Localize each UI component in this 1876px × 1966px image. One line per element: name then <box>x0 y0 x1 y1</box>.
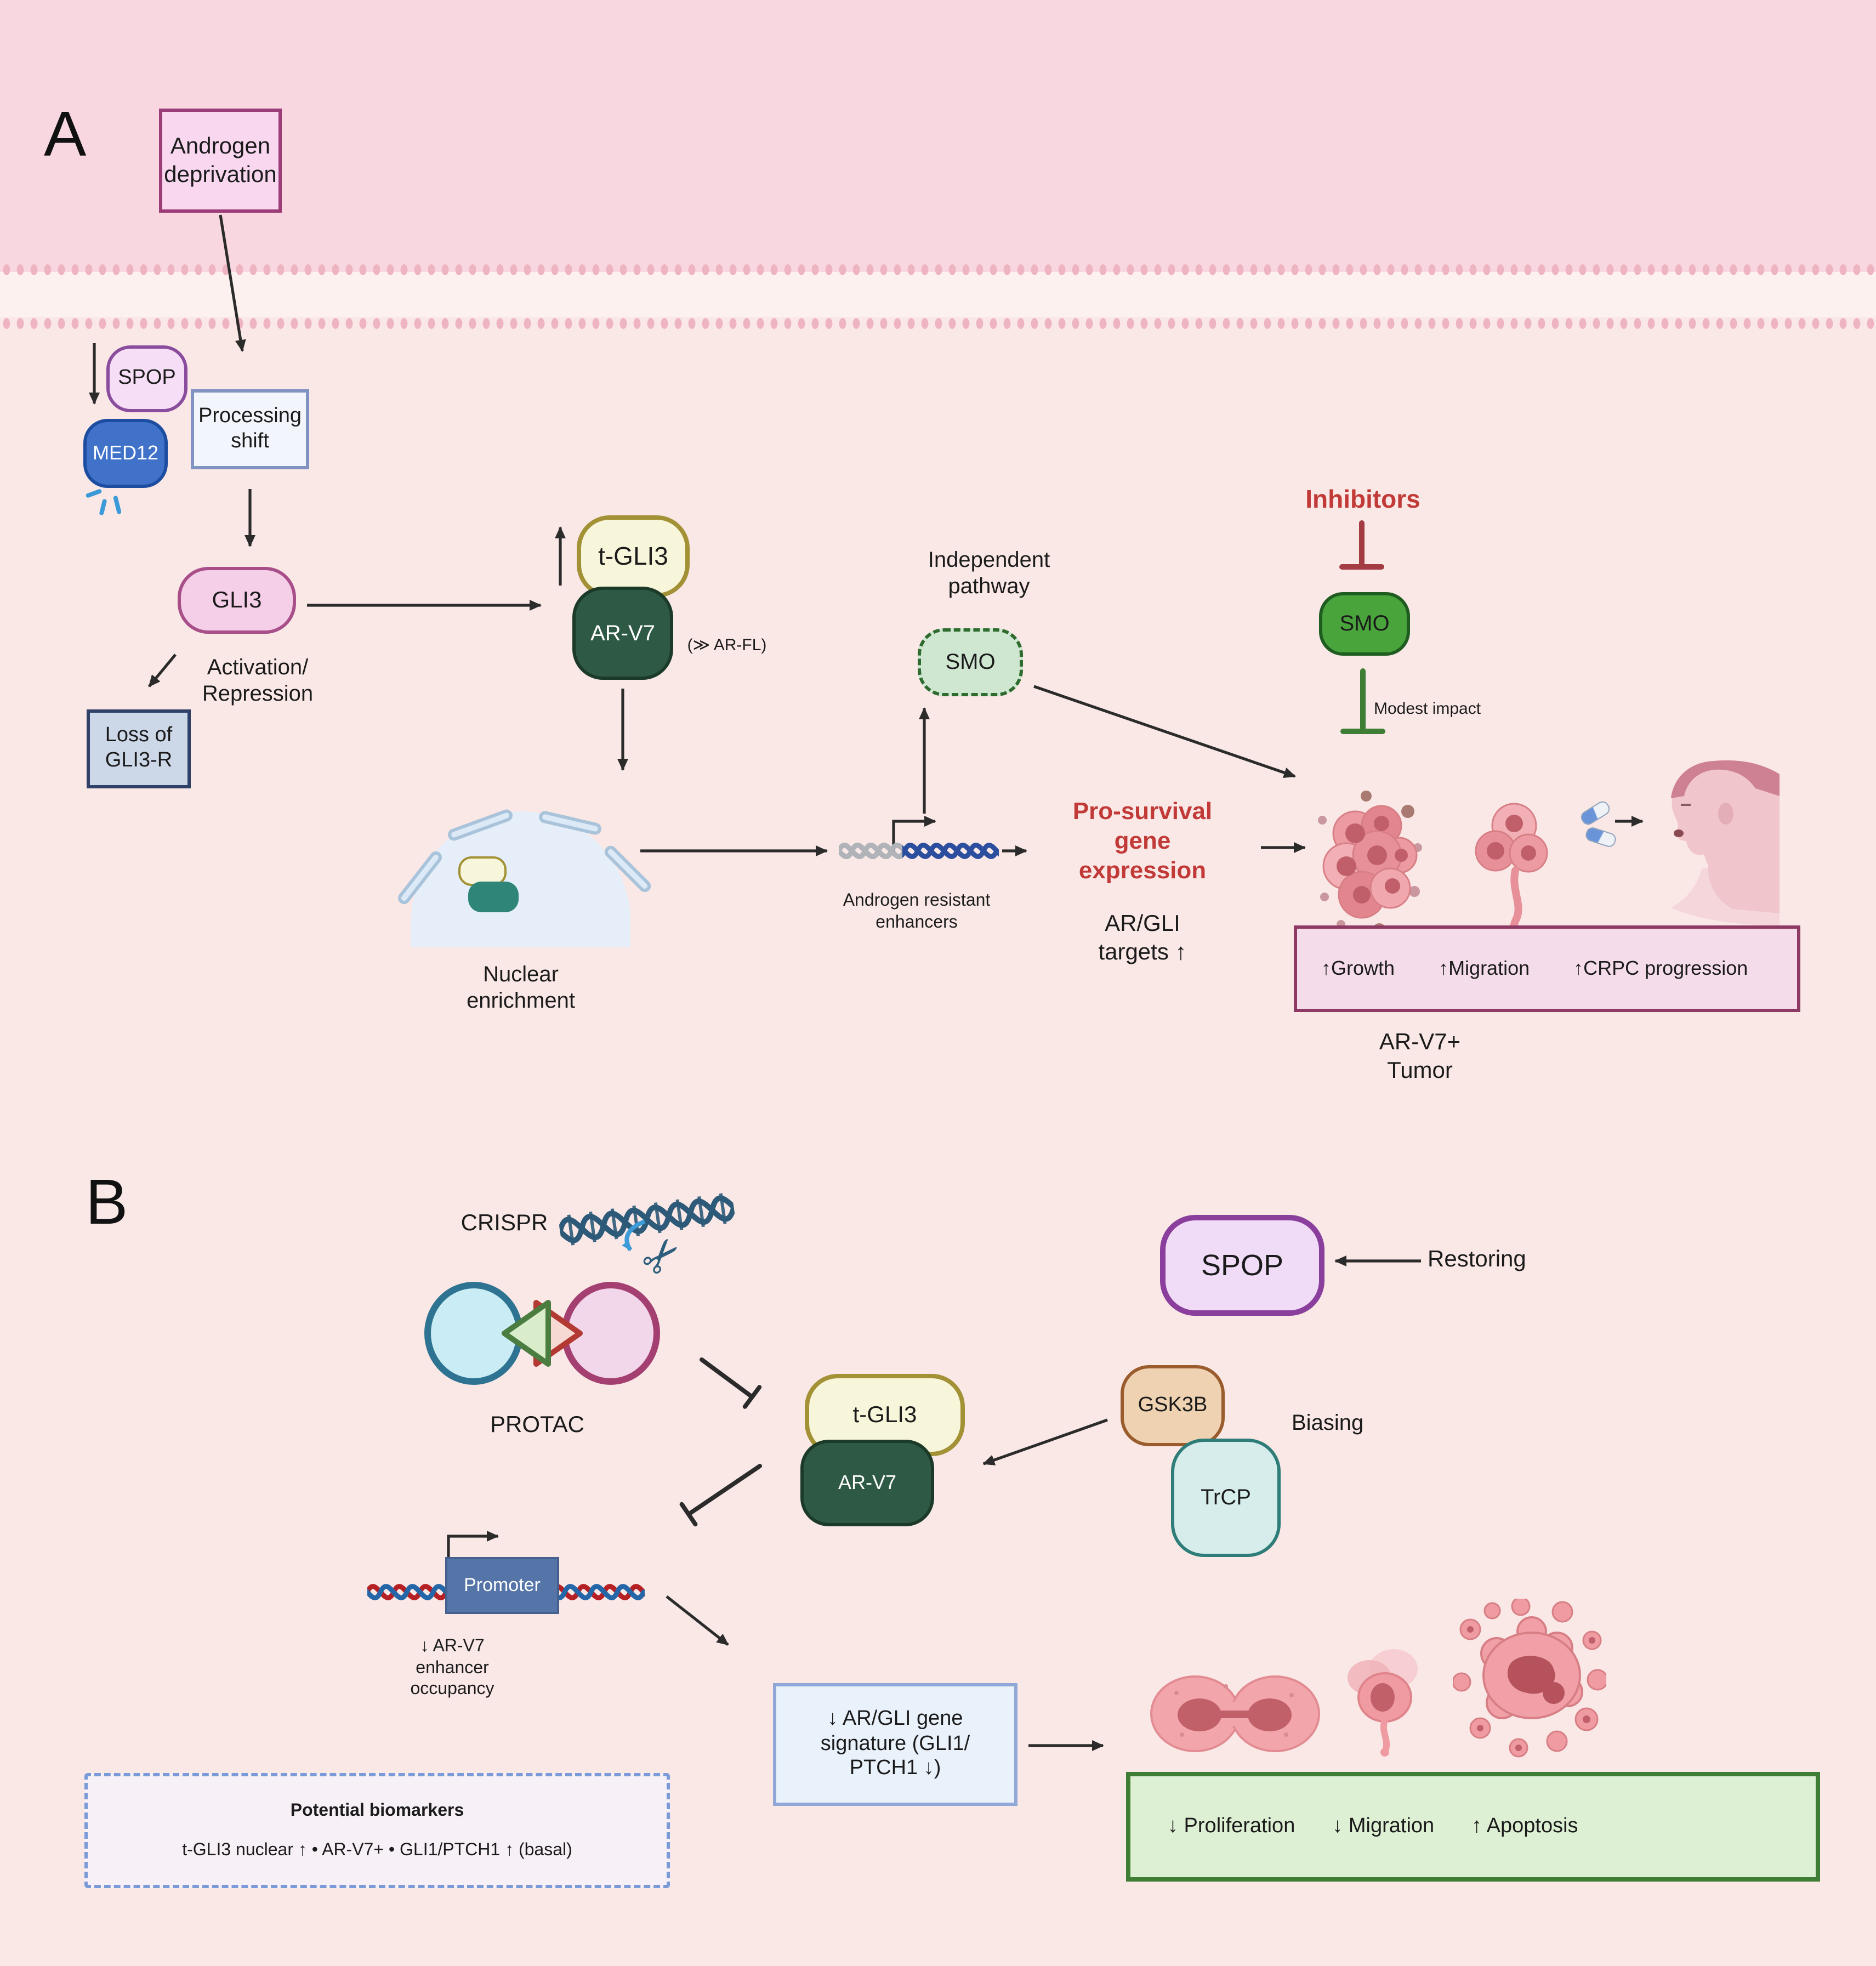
biomarkers-title: Potential biomarkers <box>290 1802 464 1821</box>
enhancer-occupancy-label: ↓ AR-V7 enhancer occupancy <box>410 1637 494 1699</box>
outcome-proliferation: ↓ Proliferation <box>1168 1814 1295 1838</box>
androgen-deprivation-box: Androgen deprivation <box>159 109 282 213</box>
modest-impact-tbar-green <box>1340 668 1385 734</box>
ar-v7-tumor-label: AR-V7+ Tumor <box>1379 1030 1461 1083</box>
panel-a-label: A <box>44 99 87 170</box>
nuclear-enrichment-label: Nuclear enrichment <box>467 963 575 1014</box>
apoptotic-cell-illustration <box>1453 1599 1606 1758</box>
tumor-cluster-illustration <box>1318 791 1422 936</box>
smo-pill: SMO <box>1319 592 1410 656</box>
gsk3b-pill: GSK3B <box>1121 1365 1225 1446</box>
promoter-box: Promoter <box>445 1557 559 1614</box>
protac-tbar-line <box>700 1357 754 1399</box>
migrating-cell-illustration <box>1348 1649 1418 1757</box>
modest-impact-label: Modest impact <box>1374 700 1481 718</box>
patient-head-illustration <box>1671 760 1780 925</box>
loss-of-gli3r-box: Loss of GLI3-R <box>87 709 191 788</box>
membrane-gap <box>0 272 1876 317</box>
activation-repression-label: Activation/ Repression <box>202 656 314 707</box>
spop-pill-b: SPOP <box>1160 1215 1324 1316</box>
ar-v7-pill-a: AR-V7 <box>572 587 673 680</box>
biasing-label: Biasing <box>1292 1411 1364 1435</box>
protac-icon <box>424 1282 660 1385</box>
independent-pathway-label: Independent pathway <box>928 548 1050 599</box>
ar-gli-targets-label: AR/GLI targets ↑ <box>1098 911 1187 965</box>
membrane-outer-leaflet <box>0 261 1876 279</box>
trcp-pill: TrCP <box>1171 1439 1281 1557</box>
androgen-resistant-enhancers-label: Androgen resistant enhancers <box>843 891 991 932</box>
t-gli3-pill-a: t-GLI3 <box>577 515 690 598</box>
outcome-growth: ↑Growth <box>1321 957 1395 979</box>
nuclear-ar-v7-icon <box>468 882 519 912</box>
panel-b-label: B <box>86 1167 128 1238</box>
crispr-label: CRISPR <box>461 1211 548 1236</box>
gli3-pill: GLI3 <box>178 567 296 634</box>
smo-independent-pill: SMO <box>918 628 1023 696</box>
biomarkers-box: Potential biomarkers t-GLI3 nuclear ↑ • … <box>84 1773 670 1888</box>
ar-fl-note: (≫ AR-FL) <box>687 636 767 655</box>
outcome-crpc: ↑CRPC progression <box>1573 957 1748 979</box>
cell-outcome-box: ↓ Proliferation ↓ Migration ↑ Apoptosis <box>1126 1772 1820 1882</box>
membrane-inner-leaflet <box>0 315 1876 332</box>
tumor-outcome-box: ↑Growth ↑Migration ↑CRPC progression <box>1294 925 1800 1012</box>
extracellular-band <box>0 0 1876 272</box>
pro-survival-label: Pro-survival gene expression <box>1072 797 1213 884</box>
protac-label: PROTAC <box>490 1412 584 1437</box>
dividing-cell-illustration <box>1150 1675 1320 1752</box>
ar-v7-pill-b: AR-V7 <box>800 1440 934 1526</box>
med12-pill: MED12 <box>83 419 168 488</box>
gene-signature-box: ↓ AR/GLI gene signature (GLI1/ PTCH1 ↓) <box>773 1683 1017 1806</box>
biomarkers-line: t-GLI3 nuclear ↑ • AR-V7+ • GLI1/PTCH1 ↑… <box>182 1840 572 1859</box>
enhancer-dna-icon <box>839 843 999 859</box>
crispr-dna-icon <box>556 1193 738 1246</box>
restoring-label: Restoring <box>1428 1247 1526 1272</box>
outcome-apoptosis: ↑ Apoptosis <box>1471 1814 1578 1838</box>
outcome-migration-b: ↓ Migration <box>1332 1814 1435 1838</box>
outcome-migration: ↑Migration <box>1439 957 1530 979</box>
cut-arrow-icon <box>622 1219 646 1252</box>
processing-shift-box: Processing shift <box>191 389 309 469</box>
inhibitors-label: Inhibitors <box>1305 485 1420 513</box>
spop-pill-a: SPOP <box>106 345 187 412</box>
inhibitor-tbar-red <box>1339 520 1384 570</box>
complex-tbar-line <box>686 1464 762 1516</box>
